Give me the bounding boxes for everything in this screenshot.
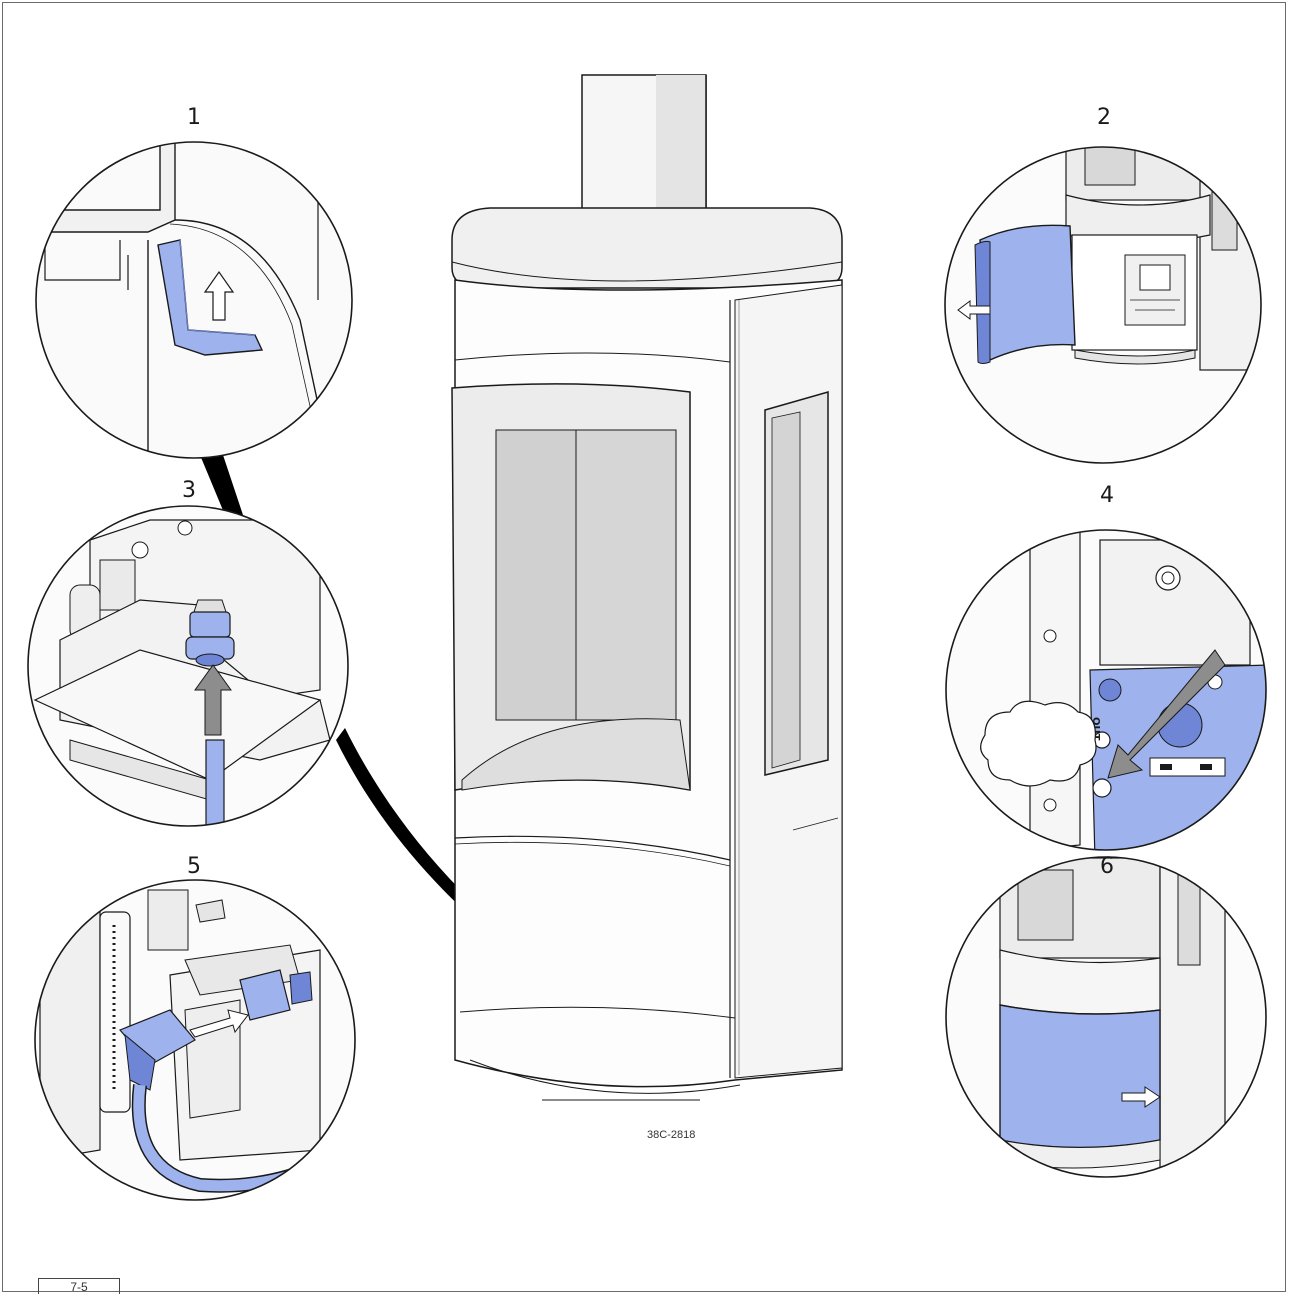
step-4-detail: OUT (945, 529, 1267, 851)
step-1-detail (35, 141, 353, 459)
drawing-code: 38C-2818 (647, 1129, 695, 1141)
page-reference: 7-5 (38, 1278, 120, 1294)
step-2-detail (944, 146, 1262, 464)
step-6-detail (945, 856, 1267, 1178)
step-number-6: 6 (1100, 854, 1114, 879)
step-3-detail (27, 505, 349, 827)
step-number-2: 2 (1097, 105, 1111, 130)
step-number-5: 5 (187, 854, 201, 879)
stove-illustration (451, 74, 843, 1101)
step-number-3: 3 (182, 478, 196, 503)
step-5-detail (34, 879, 356, 1201)
step-number-4: 4 (1100, 483, 1114, 508)
step-number-1: 1 (187, 105, 201, 130)
leader-bands (200, 452, 742, 1079)
